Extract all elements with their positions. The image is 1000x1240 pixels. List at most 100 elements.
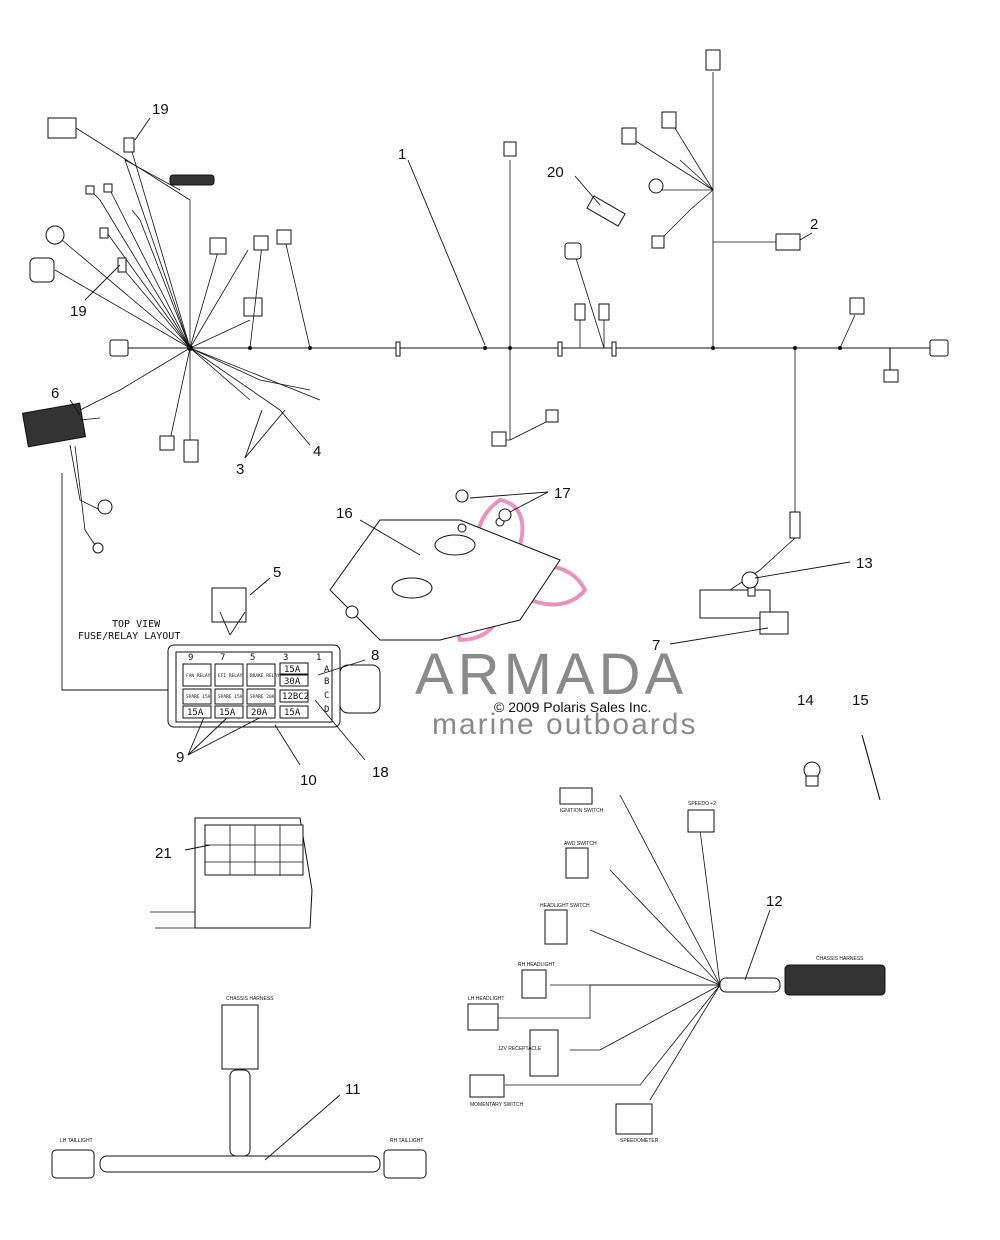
callout-7: 7 — [652, 637, 660, 654]
label-awd-switch: AWD SWITCH — [564, 841, 597, 847]
brand-name: ARMADA — [415, 642, 687, 707]
connector-2 — [775, 233, 801, 251]
leader-lines — [69, 117, 851, 1161]
ignition-switch — [559, 787, 593, 805]
callout-19-top: 19 — [152, 101, 169, 118]
rh-headlight-connector — [521, 969, 547, 999]
callout-8: 8 — [371, 647, 379, 664]
round-connector — [29, 257, 55, 283]
dash-light-connector — [169, 174, 215, 186]
speedometer-connector — [615, 1103, 653, 1135]
dash-labels: IGNITION SWITCH SPEEDO +2 AWD SWITCH HEA… — [468, 801, 864, 1144]
callout-17: 17 — [554, 485, 571, 502]
label-rear-chassis-harness: CHASSIS HARNESS — [226, 996, 274, 1002]
label-receptacle: 12V RECEPTACLE — [498, 1046, 542, 1052]
label-ignition-switch: IGNITION SWITCH — [560, 808, 604, 814]
main-harness-left-connector — [109, 339, 129, 357]
copyright: © 2009 Polaris Sales Inc. — [494, 699, 651, 715]
spare-1: SPARE 15A — [186, 694, 211, 700]
awd-switch — [565, 847, 589, 879]
callout-6: 6 — [51, 385, 59, 402]
label-dash-chassis-harness: CHASSIS HARNESS — [816, 956, 864, 962]
left-breakout — [29, 117, 321, 463]
relay-module-6 — [21, 402, 170, 691]
fuse-row-b: B — [324, 677, 329, 687]
callout-16: 16 — [336, 505, 353, 522]
callout-12: 12 — [766, 893, 783, 910]
callout-21: 21 — [155, 845, 172, 862]
circuit-breaker: 12BC2 — [282, 692, 309, 702]
right-top-branch — [621, 49, 865, 349]
lower-connector — [183, 439, 199, 463]
label-momentary-switch: MOMENTARY SWITCH — [470, 1102, 523, 1108]
screws-17 — [455, 489, 512, 522]
callout-13: 13 — [856, 555, 873, 572]
callout-18: 18 — [372, 764, 389, 781]
callout-20: 20 — [547, 164, 564, 181]
right-branch-connector — [883, 369, 899, 383]
fuse-d-3: 20A — [251, 708, 268, 718]
callout-1: 1 — [398, 146, 406, 163]
rear-labels: CHASSIS HARNESS LH TAILLIGHT RH TAILLIGH… — [60, 996, 423, 1144]
lh-headlight-connector — [467, 1003, 499, 1031]
callout-14: 14 — [797, 692, 814, 709]
callout-10: 10 — [300, 772, 317, 789]
fuse-col-7: 7 — [220, 653, 225, 663]
receptacle-connector — [529, 1029, 559, 1077]
callout-2: 2 — [810, 216, 818, 233]
watermark: ARMADA © 2009 Polaris Sales Inc. marine … — [415, 642, 695, 741]
main-harness-right-connector — [929, 339, 949, 357]
tie-15 — [861, 734, 881, 801]
label-speedometer: SPEEDOMETER — [620, 1138, 659, 1144]
speedo-connector — [687, 809, 715, 833]
sensor-connector-icon — [45, 225, 65, 245]
main-harness — [109, 339, 949, 383]
label-lh-taillight: LH TAILLIGHT — [60, 1138, 93, 1144]
rh-taillight-connector — [383, 1149, 427, 1179]
label-speedo-2: SPEEDO +2 — [688, 801, 716, 807]
right-lower-branch — [699, 348, 801, 635]
fuse-row-a: A — [324, 665, 330, 675]
bolt-13-icon — [741, 571, 759, 589]
callout-3: 3 — [236, 461, 244, 478]
harness-sleeve — [586, 195, 626, 227]
relay-fan: FAN RELAY — [186, 673, 211, 679]
top-connector — [705, 49, 721, 71]
dash-harness-12 — [467, 787, 886, 1135]
bracket-16 — [329, 517, 561, 641]
fuse-col-3: 3 — [283, 653, 288, 663]
center-branch — [491, 141, 610, 447]
callout-19-bottom: 19 — [70, 303, 87, 320]
diag-connector — [47, 117, 77, 139]
fuse-d-2: 15A — [219, 708, 236, 718]
clamp-14 — [803, 761, 821, 787]
fuse-layout-title-1: TOP VIEW — [112, 619, 161, 630]
fuse-b: 30A — [284, 677, 301, 687]
fuse-col-5: 5 — [250, 653, 255, 663]
label-rh-headlight: RH HEADLIGHT — [518, 962, 555, 968]
headlight-switch — [544, 909, 568, 945]
regulator-7 — [699, 589, 771, 619]
fuse-layout-title-2: FUSE/RELAY LAYOUT — [78, 631, 180, 642]
callout-4: 4 — [313, 443, 321, 460]
spare-2: SPARE 15A — [218, 694, 243, 700]
fuse-d-1: 15A — [187, 708, 204, 718]
fuse-d-4: 15A — [284, 708, 301, 718]
callouts: 19 1 20 2 19 6 4 3 17 16 13 5 7 8 14 15 … — [51, 101, 873, 1098]
lh-taillight-connector — [51, 1149, 95, 1179]
momentary-switch — [469, 1074, 505, 1098]
relay-5 — [211, 587, 247, 623]
spare-3: SPARE 20A — [250, 694, 275, 700]
fuse-a: 15A — [284, 665, 301, 675]
fuse-col-1: 1 — [316, 653, 321, 663]
callout-11: 11 — [345, 1081, 361, 1098]
label-headlight-switch: HEADLIGHT SWITCH — [540, 903, 590, 909]
relay-efi: EFI RELAY — [218, 673, 243, 679]
label-lh-headlight: LH HEADLIGHT — [468, 996, 504, 1002]
rear-chassis-connector — [221, 1004, 259, 1070]
callout-5: 5 — [273, 564, 281, 581]
callout-15: 15 — [852, 692, 869, 709]
fuse-col-9: 9 — [188, 653, 193, 663]
fuse-row-d: D — [324, 705, 329, 715]
